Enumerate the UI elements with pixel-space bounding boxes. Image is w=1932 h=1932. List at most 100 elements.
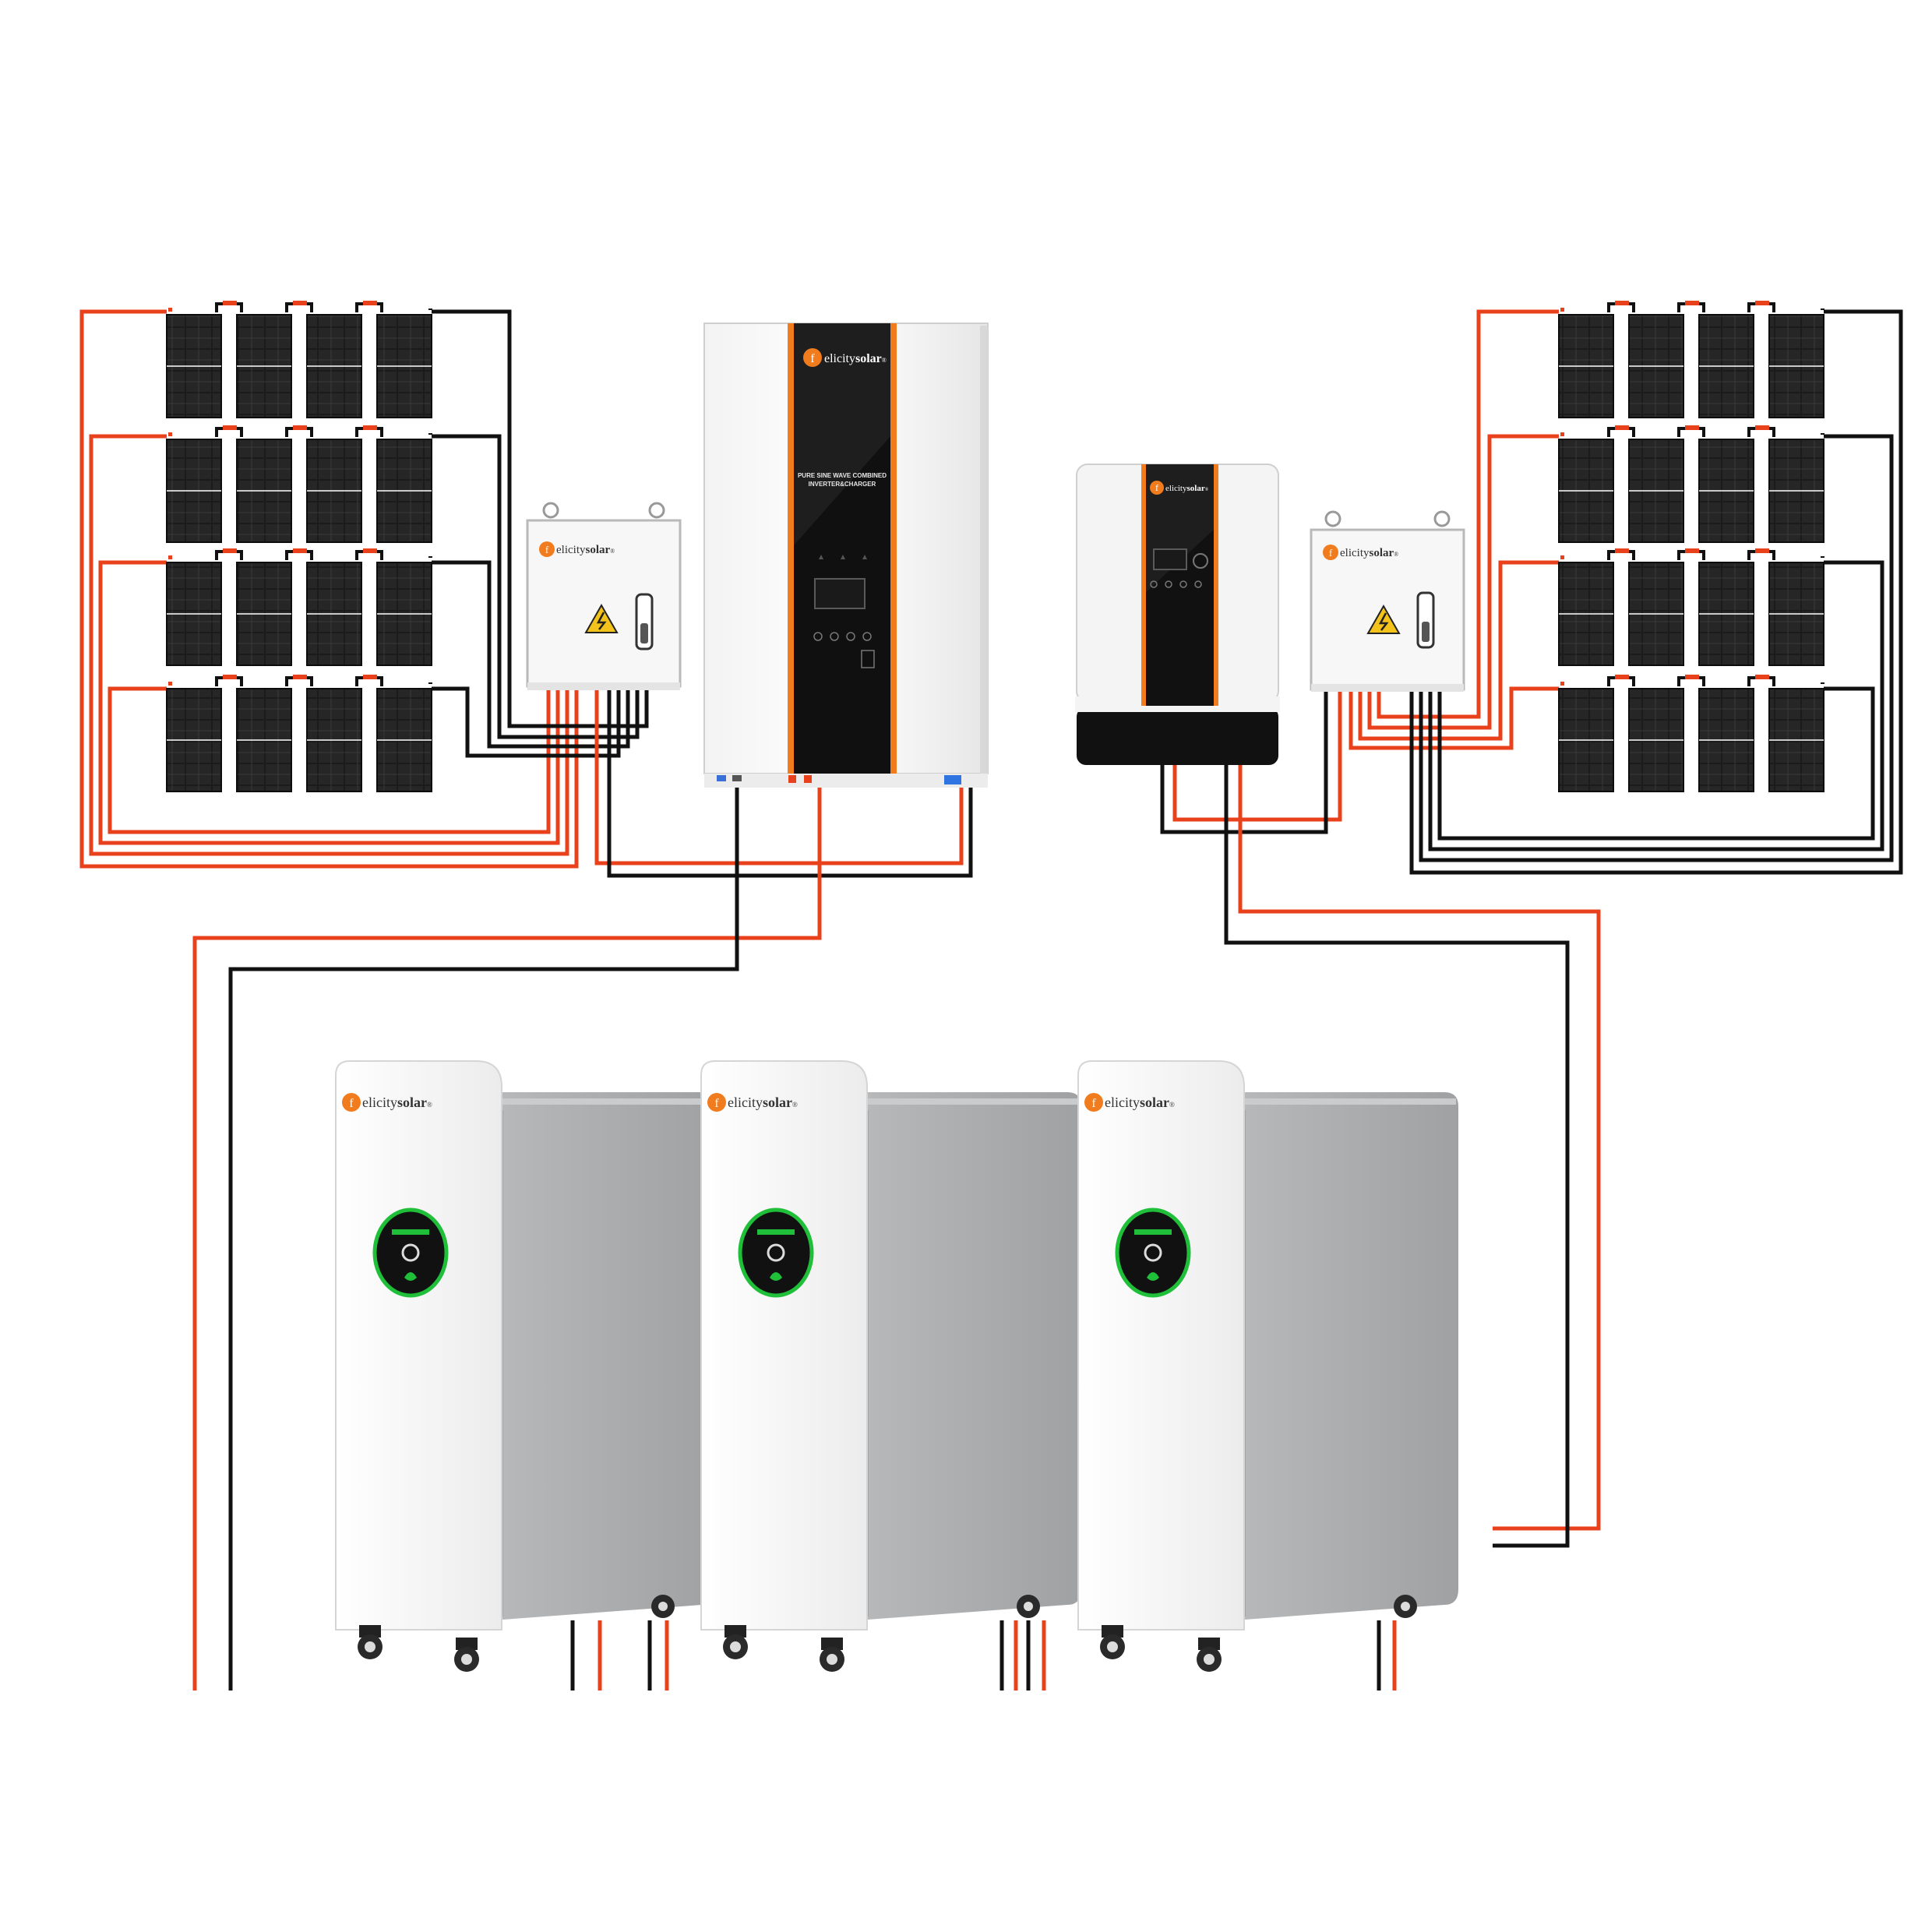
wire-combiner-to-second-inverter-negative [1160,690,1328,834]
power-switch [861,650,875,668]
battery-level-bar [392,1229,429,1235]
jumper-terminal-positive [293,301,301,305]
logo-letter: f [810,352,815,365]
array-terminal-negative [1821,556,1824,558]
jumper-terminal-positive [369,301,377,305]
hybrid-inverter: f elicitysolar® PURE SINE WAVE COMBINED … [703,323,989,788]
battery-status-display [738,1208,814,1298]
wiring [79,309,1903,1690]
brand-name: elicitysolar® [362,1095,432,1110]
high-voltage-warning-icon [1366,604,1401,634]
jumper-terminal-positive [299,301,307,305]
jumper-terminal-positive [1761,301,1769,305]
lcd-display [1153,548,1187,570]
wire-right-array-row4-negative [1437,686,1875,841]
felicity-logo-icon: f [1150,481,1164,495]
power-button-icon [401,1243,420,1262]
power-button-icon [1144,1243,1162,1262]
jumper-terminal-positive [293,425,301,430]
wire-second-inverter-to-battery-positive [1238,765,1601,1531]
caster-mount [456,1638,478,1650]
jumper-terminal-positive [223,425,231,430]
logo-circle [1084,1093,1103,1112]
caster-hub [461,1654,472,1665]
jumper-terminal-positive [1621,675,1629,679]
battery-side-panel [857,1092,1081,1620]
wire-right-array-row2-positive [1367,434,1559,730]
jumper-terminal-positive [1691,301,1699,305]
jumper-terminal-positive [1755,675,1763,679]
wire-combiner-to-inverter-negative [607,690,973,878]
lcd-display [814,578,866,609]
array-terminal-positive [168,682,172,686]
wire-combiner-to-second-inverter-positive [1172,690,1342,822]
felicity-logo-icon: f [707,1093,726,1112]
array-terminal-positive [1560,555,1564,559]
jumper-terminal-positive [1615,675,1623,679]
logo-letter: f [1329,547,1333,559]
battery-status-display [372,1208,449,1298]
solar-arrays [166,301,1824,792]
jumper-terminal-positive [229,675,237,679]
caster-mount [821,1638,843,1650]
power-button-icon [767,1243,785,1262]
jumper-terminal-positive [369,548,377,553]
wire-left-array-row1-positive [79,309,579,869]
logo-letter: f [714,1097,719,1110]
jumper-terminal-positive [1621,548,1629,553]
jumper-terminal-positive [1615,548,1623,553]
jumper-terminal-positive [229,425,237,430]
array-terminal-negative [428,433,432,435]
inverter-title-line2: INVERTER&CHARGER [809,481,876,488]
jumper-terminal-positive [363,301,371,305]
caster-hub [658,1602,668,1611]
wire-right-array-row1-negative [1409,309,1903,875]
terminal-ports [717,775,961,784]
jumper-terminal-positive [1685,301,1693,305]
logo-circle [707,1093,726,1112]
jumper-terminal-positive [1615,425,1623,430]
array-terminal-negative [428,682,432,684]
caster-mount [724,1625,746,1638]
control-knob [1193,553,1208,569]
solar-array-right [1558,301,1824,792]
brand-name: elicitysolar® [728,1095,798,1110]
wire-combiner-to-inverter-positive [594,690,964,866]
jumper-terminal-positive [299,548,307,553]
caster-hub [1204,1654,1215,1665]
battery-front-panel [1077,1060,1245,1631]
battery-side-panel [492,1092,716,1620]
jumper-terminal-positive [293,548,301,553]
battery-side-panel [1234,1092,1458,1620]
array-terminal-positive [1560,682,1564,686]
jumper-terminal-positive [1755,425,1763,430]
wire-right-array-row2-negative [1419,434,1894,862]
caster-mount [1102,1625,1123,1638]
jumper-terminal-positive [1615,301,1623,305]
array-terminal-positive [168,308,172,312]
jumper-terminal-positive [1691,425,1699,430]
battery-front-panel [700,1060,868,1631]
wire-left-array-row2-negative [432,434,640,739]
array-terminal-positive [168,432,172,436]
jumper-terminal-positive [223,675,231,679]
solar-array-left [166,301,432,792]
caster-hub [1107,1641,1118,1652]
wire-second-inverter-to-battery-negative [1224,765,1570,1548]
wire-right-array-row1-positive [1377,309,1559,719]
felicity-logo-icon: f [803,348,822,367]
jumper-terminal-positive [223,548,231,553]
caster-mount [359,1625,381,1638]
wire-right-array-row3-negative [1428,560,1884,851]
brand-name: elicitysolar® [556,544,615,556]
leaf-icon [770,1272,782,1281]
felicity-logo-icon: f [342,1093,361,1112]
felicity-logo-icon: f [1323,545,1338,560]
caster-hub [365,1641,375,1652]
jumper-terminal-positive [369,425,377,430]
battery-level-bar [1134,1229,1172,1235]
wire-left-array-row2-positive [89,434,569,856]
wire-left-array-row3-positive [98,560,560,845]
